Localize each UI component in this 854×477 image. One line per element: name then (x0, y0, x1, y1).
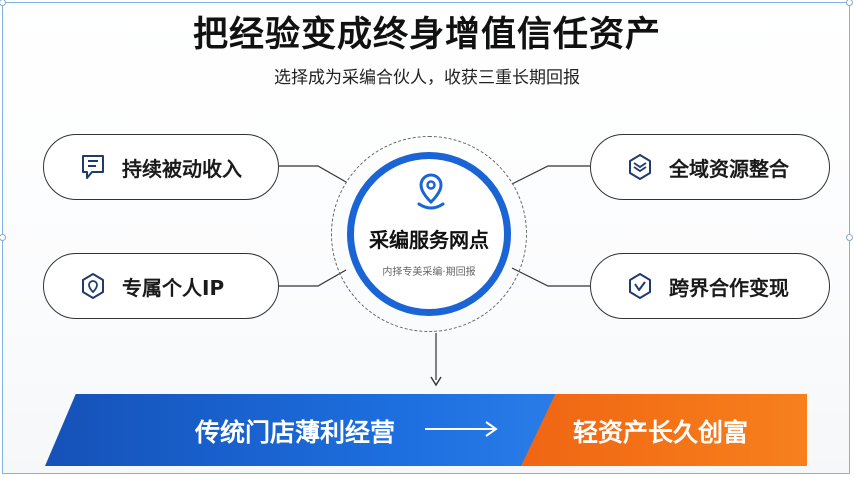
center-title: 采编服务网点 (369, 228, 489, 252)
page-title: 把经验变成终身增值信任资产 (192, 15, 661, 55)
resize-handle-left[interactable] (0, 234, 6, 241)
hexagon-check-icon (621, 267, 659, 305)
benefit-pill-resource-integration: 全域资源整合 (590, 134, 830, 200)
connector-right-bottom (511, 267, 590, 287)
banner-to-label: 轻资产长久创富 (573, 418, 749, 447)
hexagon-pin-icon (74, 267, 112, 305)
connector-left-top (279, 165, 347, 183)
resize-handle-top-left[interactable] (0, 0, 6, 6)
benefit-label: 全域资源整合 (669, 156, 789, 181)
banner-from-label: 传统门店薄利经营 (195, 418, 396, 447)
page-subtitle: 选择成为采编合伙人，收获三重长期回报 (274, 68, 580, 88)
benefit-pill-passive-income: 持续被动收入 (43, 134, 279, 200)
center-dashed-ring (331, 136, 527, 332)
message-doc-icon (74, 148, 112, 186)
benefit-pill-cross-border: 跨界合作变现 (590, 253, 830, 319)
benefit-pill-personal-ip: 专属个人IP (43, 253, 279, 319)
layers-icon (621, 148, 659, 186)
banner-to (521, 394, 807, 466)
connector-left-bottom (279, 269, 347, 287)
resize-handle-right[interactable] (846, 234, 853, 241)
benefit-label: 跨界合作变现 (669, 275, 789, 300)
benefit-label: 专属个人IP (122, 275, 225, 300)
resize-handle-top-right[interactable] (846, 0, 853, 6)
benefit-label: 持续被动收入 (122, 156, 242, 181)
center-node (347, 152, 511, 316)
center-subtitle: 内择专美采编·期回报 (382, 267, 476, 278)
connector-right-top (511, 165, 590, 185)
location-pin-icon (417, 173, 445, 210)
arrow-down-icon (430, 376, 442, 387)
arrow-right-icon (425, 421, 498, 437)
